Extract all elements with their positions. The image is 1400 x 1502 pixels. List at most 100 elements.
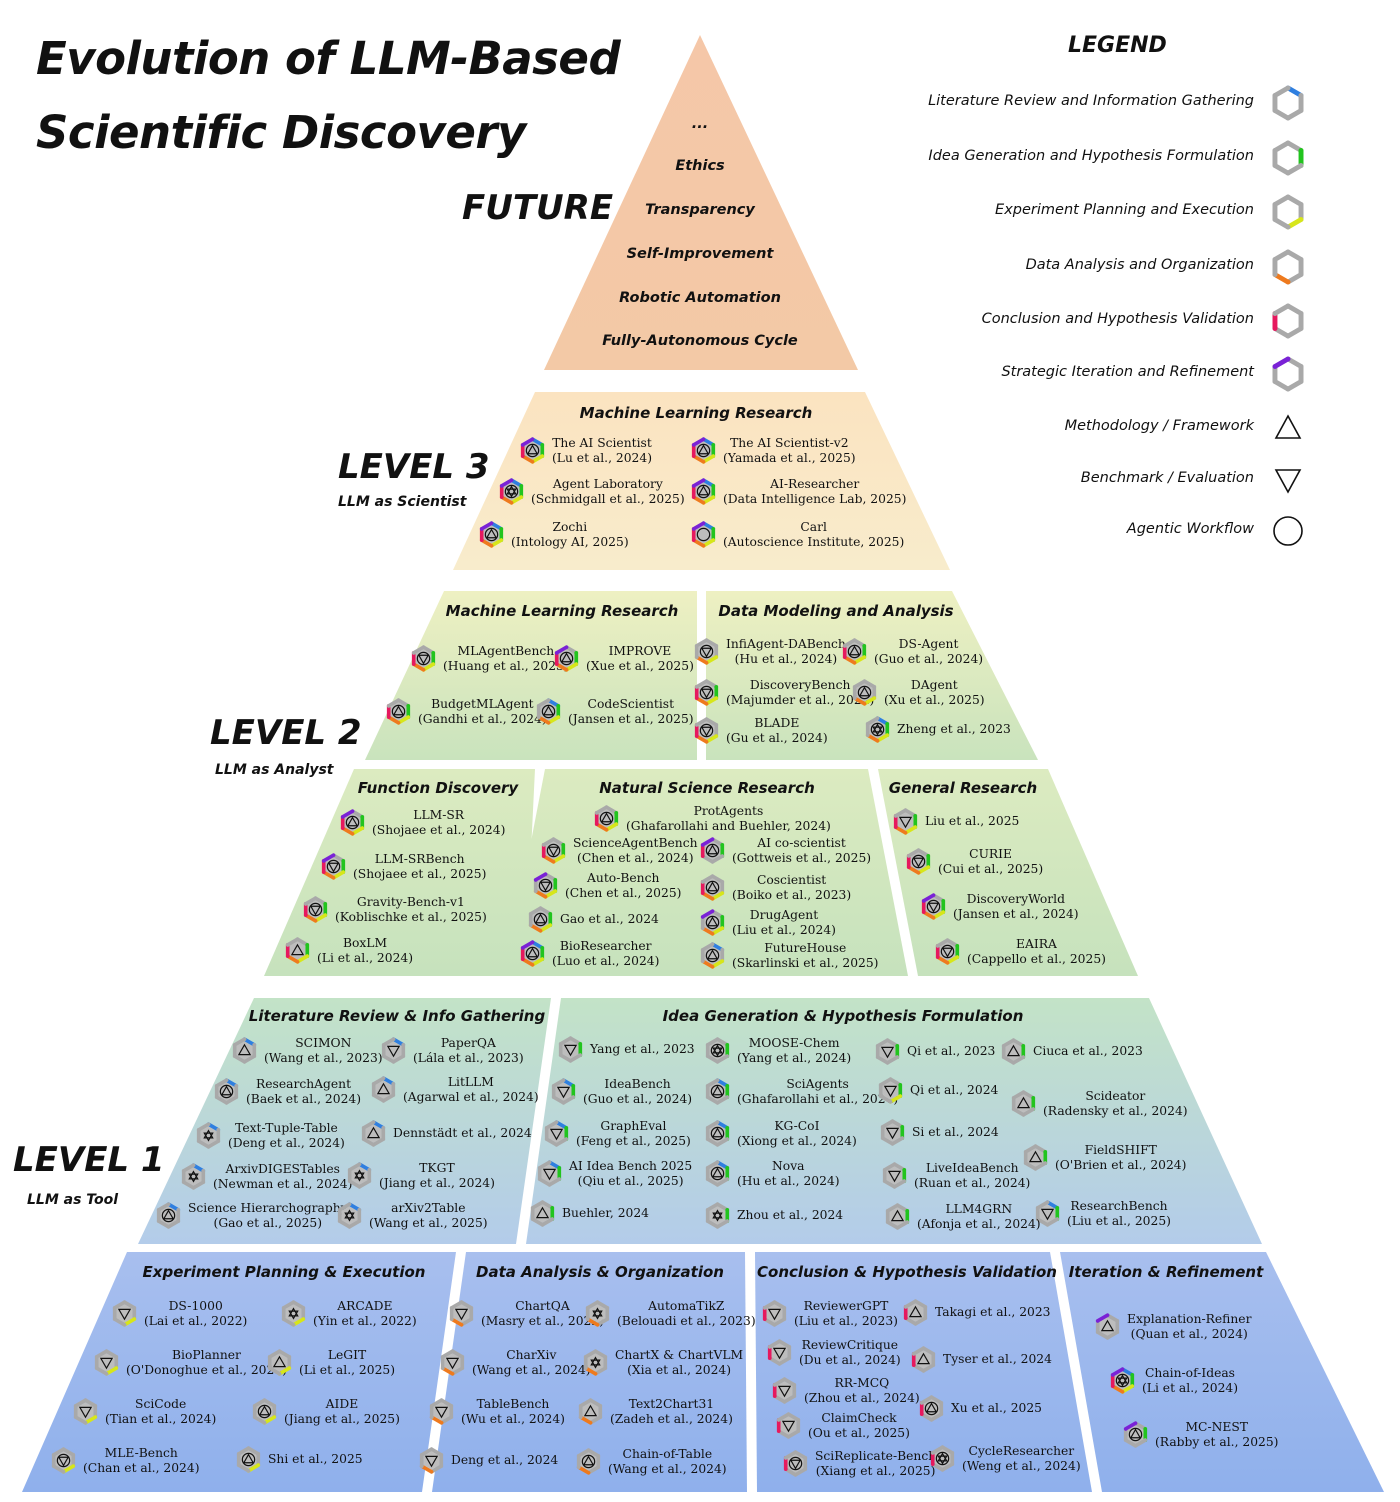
paper-entry: AI Idea Bench 2025(Qiu et al., 2025) [536, 1159, 692, 1188]
circle-icon [1273, 516, 1303, 546]
benchmark-icon [73, 1398, 98, 1425]
paper-name: ReviewCritique [801, 1338, 899, 1352]
paper-entry: Shi et al., 2025 [235, 1446, 363, 1473]
paper-name: MLE-Bench [104, 1446, 178, 1460]
agentic-workflow-icon [705, 1120, 730, 1147]
paper-name: Buehler, 2024 [562, 1206, 650, 1221]
paper-citation: (Xue et al., 2025) [586, 658, 694, 673]
section-title: Iteration & Refinement [1068, 1263, 1264, 1281]
agentic-workflow-icon [594, 805, 619, 832]
paper-citation: (Ghafarollahi et al., 2024) [737, 1091, 899, 1106]
paper-name: EAIRA [1016, 937, 1057, 951]
paper-name: Yang et al., 2023 [590, 1042, 695, 1057]
paper-entry: TableBench(Wu et al., 2024) [428, 1397, 565, 1426]
paper-name: Qi et al., 2024 [910, 1083, 999, 1098]
paper-name: SciAgents [786, 1077, 849, 1091]
agentic-workflow-icon [520, 437, 545, 464]
paper-entry: DAgent(Xu et al., 2025) [851, 678, 985, 707]
legend-stage-hexagon-icon [1270, 194, 1306, 230]
paper-entry: Science Hierarchography(Gao et al., 2025… [155, 1201, 348, 1230]
paper-entry: Liu et al., 2025 [892, 808, 1019, 835]
paper-entry: GraphEval(Feng et al., 2025) [543, 1119, 691, 1148]
section-title: Data Analysis & Organization [476, 1263, 724, 1281]
paper-name: Scideator [1085, 1089, 1146, 1103]
paper-entry: Deng et al., 2024 [418, 1447, 558, 1474]
section-title: General Research [888, 779, 1038, 797]
future-ellipsis: ... [691, 116, 709, 132]
paper-citation: (Boiko et al., 2023) [732, 887, 852, 902]
benchmark-icon [767, 1339, 792, 1366]
paper-citation: (Intology AI, 2025) [511, 534, 629, 549]
legend-stage-hexagon-icon [1270, 249, 1306, 285]
agentic-workflow-icon [303, 896, 328, 923]
paper-citation: (Data Intelligence Lab, 2025) [723, 491, 907, 506]
benchmark-icon [776, 1412, 801, 1439]
hexagon-icon [1272, 303, 1304, 339]
main-title-line-1: Evolution of LLM-Based [36, 32, 621, 85]
future-item: Ethics [675, 158, 725, 174]
methodology-icon [1011, 1090, 1036, 1117]
paper-entry: BLADE(Gu et al., 2024) [693, 716, 828, 745]
paper-entry: ARCADE(Yin et al., 2022) [280, 1299, 417, 1328]
agentic-workflow-icon [236, 1446, 261, 1473]
paper-citation: (Du et al., 2024) [799, 1352, 901, 1367]
paper-entry: CycleResearcher(Weng et al., 2024) [929, 1444, 1081, 1473]
paper-citation: (Gao et al., 2025) [213, 1215, 323, 1230]
paper-entry: ResearchAgent(Baek et al., 2024) [213, 1077, 361, 1106]
paper-citation: (Yamada et al., 2025) [723, 450, 856, 465]
paper-entry: FutureHouse(Skarlinski et al., 2025) [699, 941, 878, 970]
paper-entry: ChartQA(Masry et al., 2022) [448, 1299, 604, 1328]
paper-name: LeGIT [327, 1348, 367, 1362]
benchmark-icon [112, 1300, 137, 1327]
agentic-workflow-icon [528, 906, 553, 933]
paper-citation: (Ruan et al., 2024) [914, 1175, 1031, 1190]
future-label: FUTURE [462, 188, 614, 228]
paper-citation: (Jiang et al., 2025) [284, 1411, 400, 1426]
method-benchmark-icon [196, 1122, 221, 1149]
paper-entry: arXiv2Table(Wang et al., 2025) [336, 1201, 488, 1230]
paper-entry: Ciuca et al., 2023 [1000, 1038, 1143, 1065]
paper-citation: (Chen et al., 2024) [577, 850, 694, 865]
section-title: Machine Learning Research [445, 602, 679, 620]
paper-name: Tyser et al., 2024 [943, 1352, 1052, 1367]
paper-name: Zhou et al., 2024 [737, 1208, 844, 1223]
paper-citation: (Radensky et al., 2024) [1043, 1103, 1188, 1118]
paper-citation: (Wang et al., 2025) [369, 1215, 488, 1230]
paper-name: Ciuca et al., 2023 [1033, 1044, 1143, 1059]
paper-citation: (O'Brien et al., 2024) [1055, 1157, 1187, 1172]
paper-entry: Carl(Autoscience Institute, 2025) [690, 520, 904, 549]
methodology-icon [285, 937, 310, 964]
paper-entry: Nova(Hu et al., 2024) [704, 1159, 840, 1188]
paper-citation: (Feng et al., 2025) [576, 1133, 691, 1148]
paper-entry: MOOSE-Chem(Yang et al., 2024) [704, 1036, 851, 1065]
legend-title: LEGEND [1068, 33, 1167, 58]
paper-entry: AIDE(Jiang et al., 2025) [251, 1397, 400, 1426]
paper-citation: (Tian et al., 2024) [105, 1411, 217, 1426]
agentic-workflow-icon [694, 717, 719, 744]
benchmark-icon [440, 1349, 465, 1376]
paper-entry: LLM-SR(Shojaee et al., 2024) [339, 808, 505, 837]
paper-citation: (Jansen et al., 2024) [953, 906, 1079, 921]
benchmark-icon [875, 1038, 900, 1065]
agentic-workflow-icon [700, 909, 725, 936]
paper-entry: Explanation-Refiner(Quan et al., 2024) [1094, 1312, 1251, 1341]
paper-name: Si et al., 2024 [912, 1125, 999, 1140]
paper-name: DiscoveryWorld [966, 892, 1065, 906]
benchmark-icon [1035, 1200, 1060, 1227]
agentic-workflow-icon [935, 938, 960, 965]
method-benchmark-icon [181, 1163, 206, 1190]
agentic-workflow-icon [691, 521, 716, 548]
agentic-workflow-icon [479, 521, 504, 548]
paper-citation: (Guo et al., 2024) [583, 1091, 693, 1106]
paper-entry: Qi et al., 2024 [877, 1077, 998, 1104]
paper-entry: CodeScientist(Jansen et al., 2025) [535, 697, 694, 726]
paper-name: SCIMON [295, 1036, 352, 1050]
paper-entry: LLM4GRN(Afonja et al., 2024) [884, 1202, 1041, 1231]
paper-entry: ReviewerGPT(Liu et al., 2023) [761, 1299, 898, 1328]
paper-name: Gravity-Bench-v1 [356, 895, 465, 909]
agentic-workflow-icon [411, 645, 436, 672]
agentic-workflow-icon [906, 848, 931, 875]
agentic-workflow-icon [541, 837, 566, 864]
paper-entry: DS-1000(Lai et al., 2022) [111, 1299, 247, 1328]
paper-entry: ChartX & ChartVLM(Xia et al., 2024) [582, 1348, 743, 1377]
